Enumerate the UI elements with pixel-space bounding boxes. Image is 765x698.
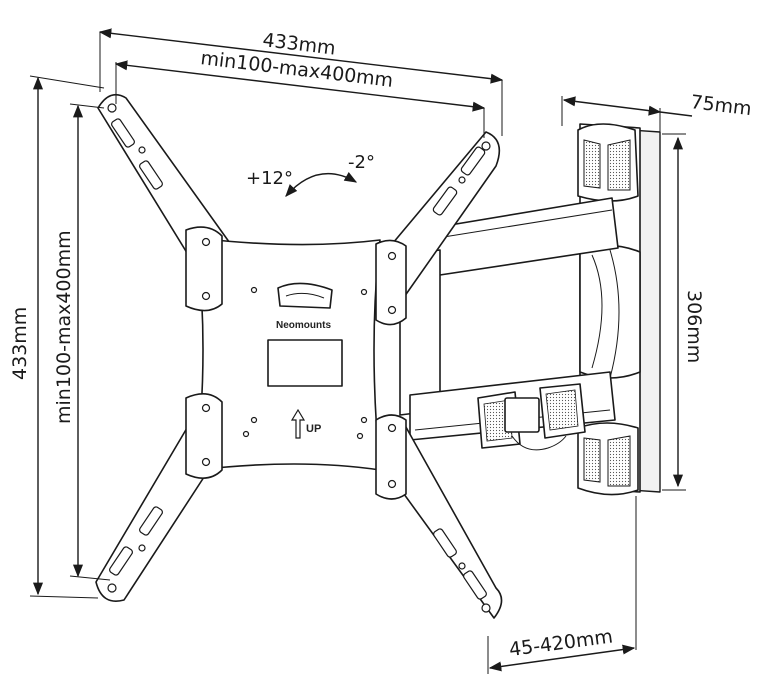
tilt-up-label: +12° <box>246 168 293 189</box>
wall-height-label: 306mm <box>683 290 705 363</box>
dimension-wall-depth: 75mm <box>561 91 753 132</box>
vesa-plate: Neomounts UP <box>95 93 503 619</box>
up-arrow-icon <box>290 408 306 439</box>
swing-arm <box>399 197 619 451</box>
dimension-arm-extension: 45-420mm <box>487 496 637 674</box>
wall-plate <box>577 123 661 496</box>
dimension-overall-width: 433mm <box>98 28 504 136</box>
dimension-overall-height: 433mm <box>9 75 105 599</box>
dimension-vesa-height: min100-max400mm <box>53 103 111 581</box>
up-label: UP <box>306 423 321 435</box>
arm-extension-label: 45-420mm <box>508 626 614 661</box>
wall-depth-label: 75mm <box>689 91 752 120</box>
overall-height-label: 433mm <box>9 307 31 380</box>
brand-label: Neomounts <box>276 320 331 331</box>
tilt-indicator: +12° -2° <box>246 152 375 197</box>
dimension-vesa-width: min100-max400mm <box>114 47 486 138</box>
vesa-height-label: min100-max400mm <box>53 230 75 424</box>
tilt-down-label: -2° <box>348 152 375 173</box>
dimension-wall-height: 306mm <box>662 133 705 491</box>
